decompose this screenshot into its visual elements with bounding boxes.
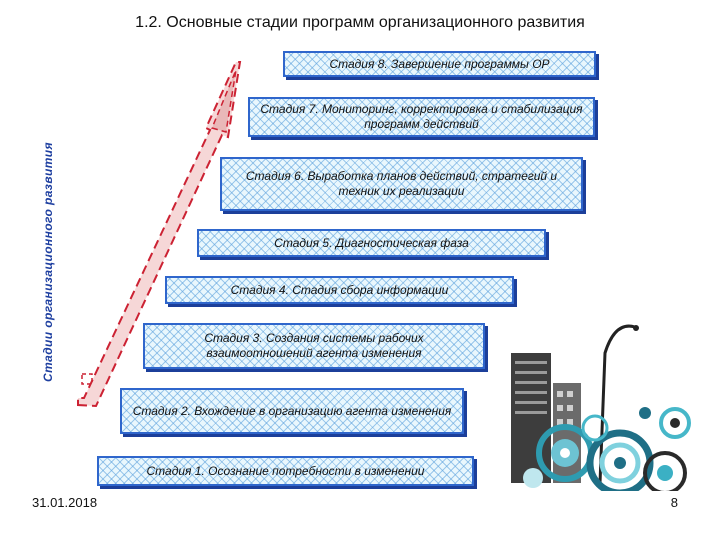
stage-2-box: Стадия 2. Вхождение в организацию агента… [120, 388, 464, 434]
stage-8-box: Стадия 8. Завершение программы ОР [283, 51, 596, 77]
stage-3-box: Стадия 3. Создания системы рабочих взаим… [143, 323, 485, 369]
slide-title: 1.2. Основные стадии программ организаци… [135, 14, 585, 31]
stage-6-box: Стадия 6. Выработка планов действий, стр… [220, 157, 583, 211]
stage-4-box: Стадия 4. Стадия сбора информации [165, 276, 514, 304]
page-number: 8 [670, 495, 678, 510]
stage-5-box: Стадия 5. Диагностическая фаза [197, 229, 546, 257]
stage-1-box: Стадия 1. Осознание потребности в измене… [97, 456, 474, 486]
slide-date: 31.01.2018 [32, 495, 98, 510]
stage-7-box: Стадия 7. Мониторинг, корректировка и ст… [248, 97, 595, 137]
abstract-cityscape-decoration [505, 313, 695, 491]
